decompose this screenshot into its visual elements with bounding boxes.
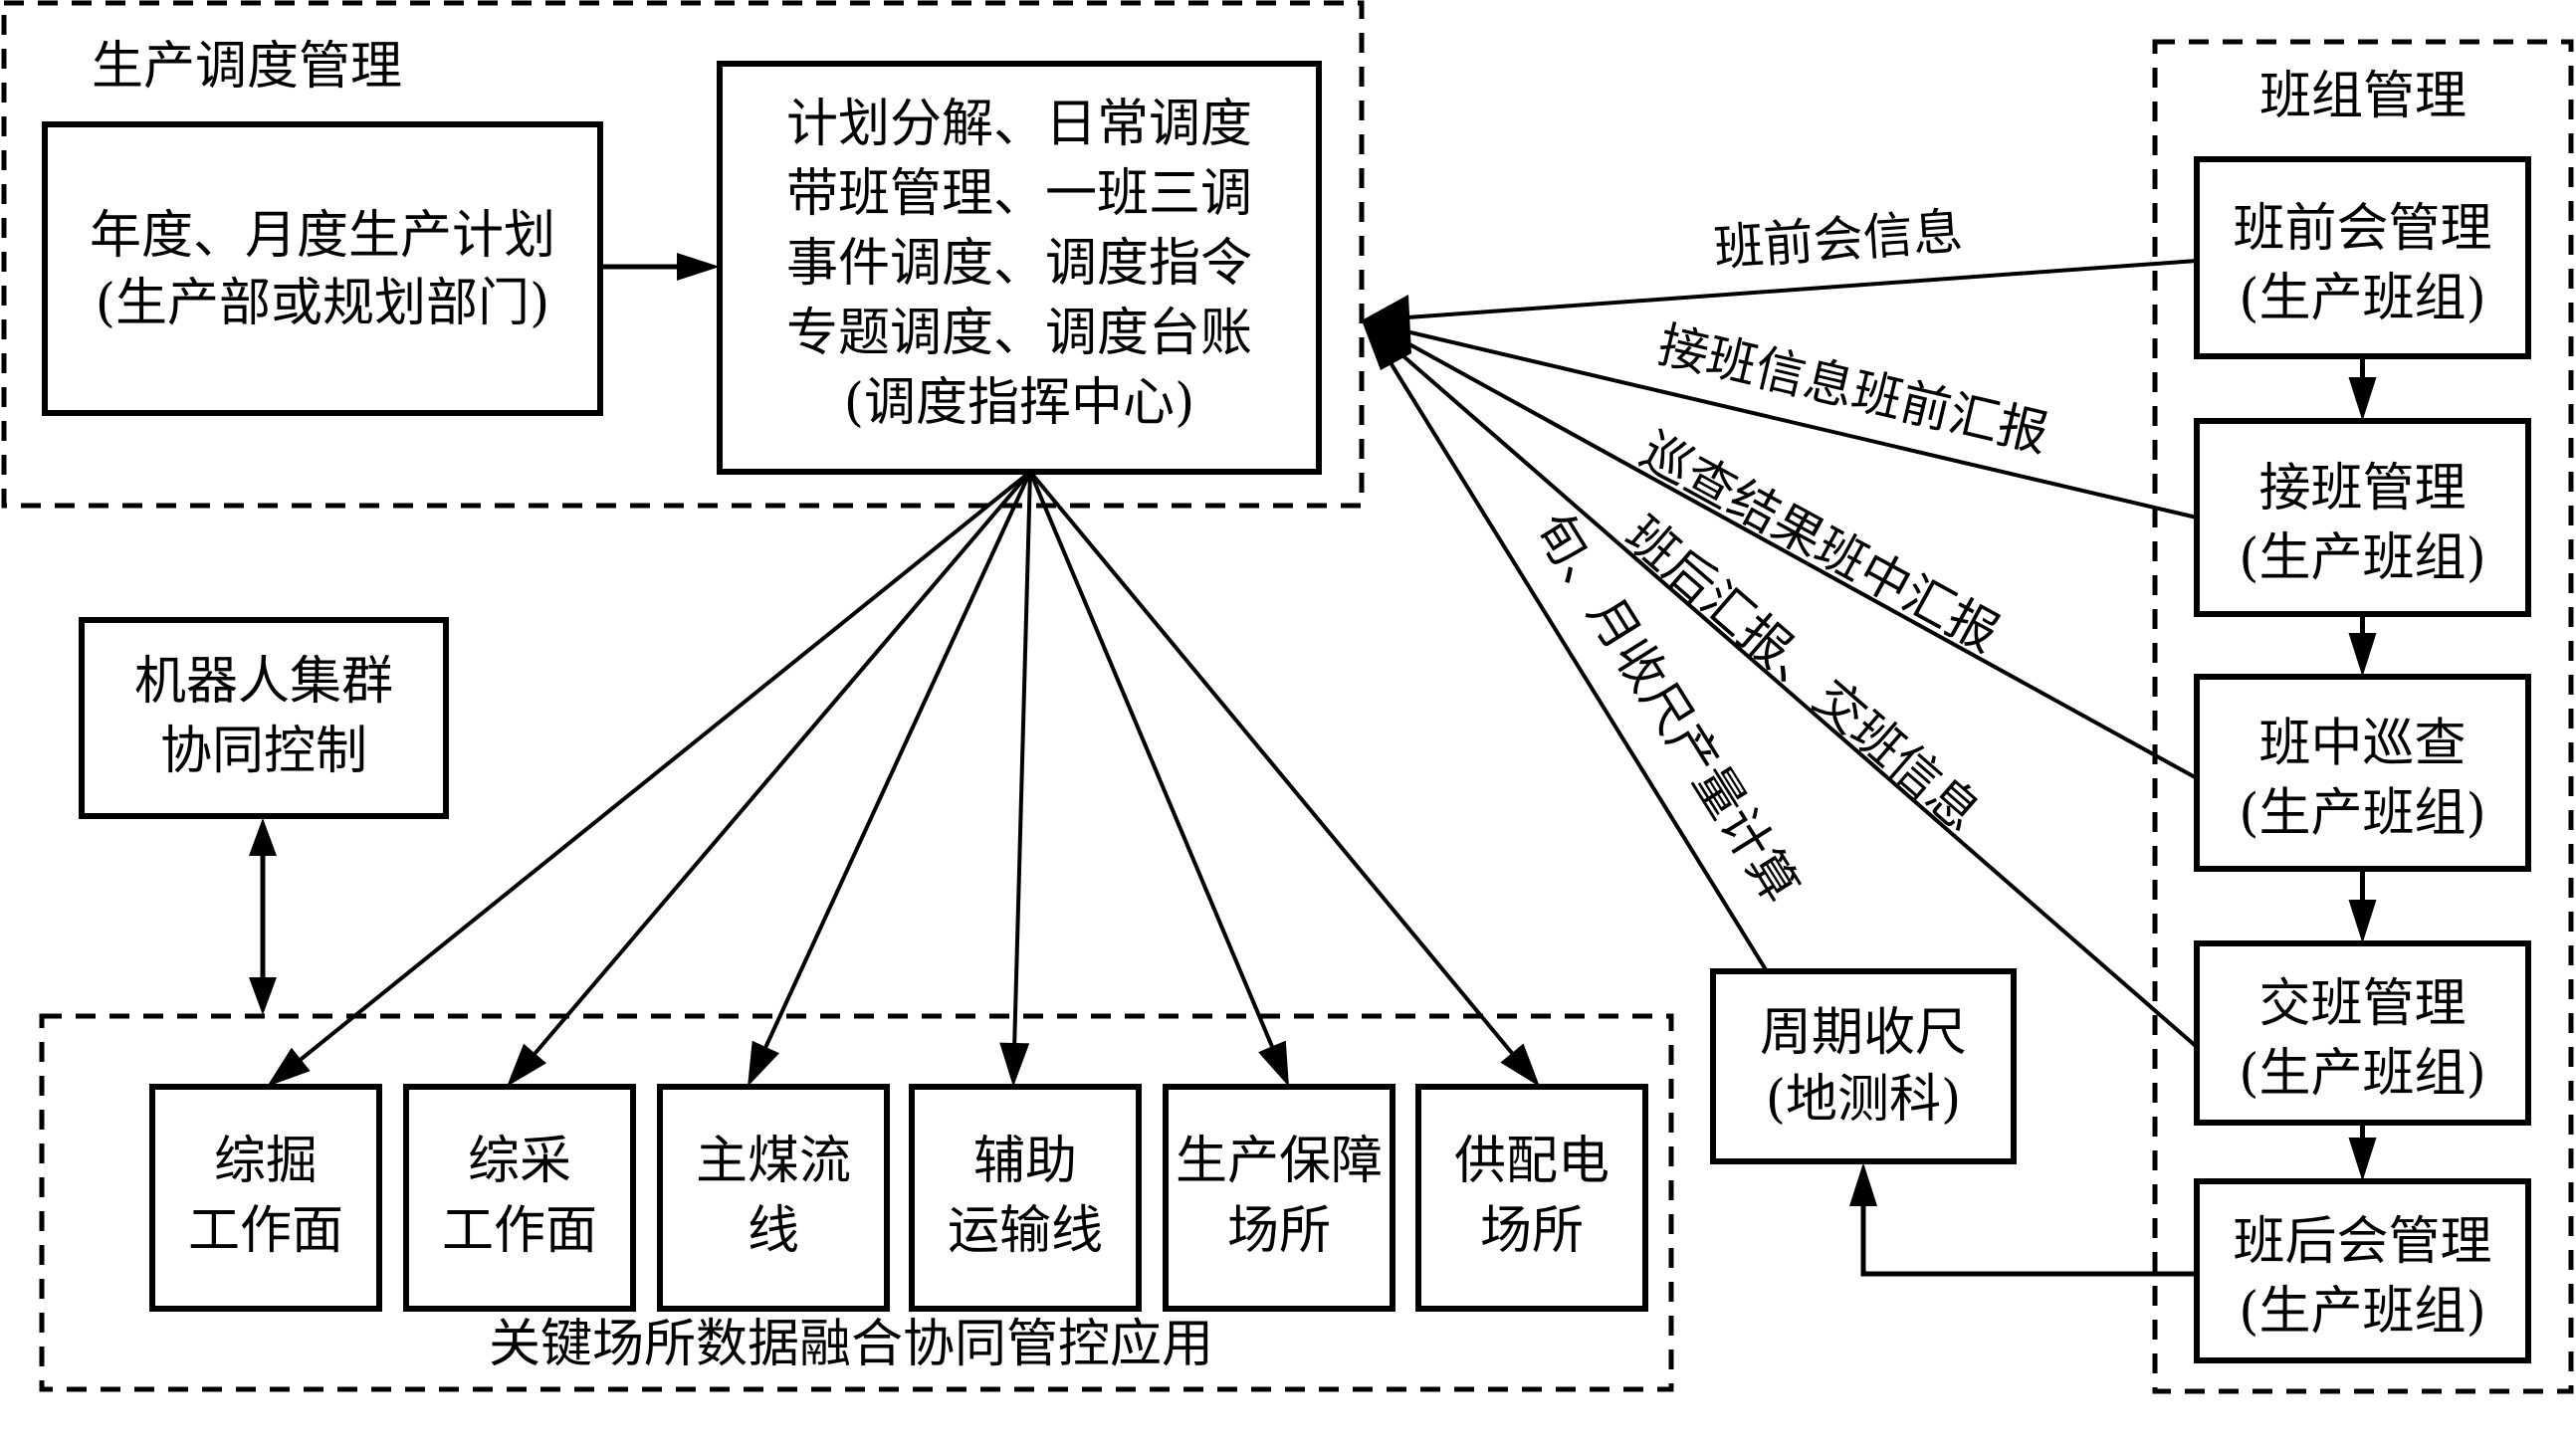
node-text: (生产班组): [2239, 1282, 2486, 1342]
arrowhead: [507, 1043, 546, 1087]
group-title-key-sites: 关键场所数据融合协同管控应用: [489, 1315, 1213, 1374]
node-dispatch-center: 计划分解、日常调度 带班管理、一班三调 事件调度、调度指令 专题调度、调度台账 …: [717, 61, 1322, 475]
node-text: (调度指挥中心): [844, 373, 1195, 433]
arrowhead: [249, 977, 277, 1015]
node-text: 生产保障: [1176, 1132, 1383, 1191]
node-text: (生产班组): [2239, 269, 2486, 328]
arrowhead: [748, 1040, 780, 1087]
node-periodic-measure: 周期收尺 (地测科): [1710, 968, 2017, 1164]
arrowhead: [2348, 633, 2377, 677]
node-robot-cluster: 机器人集群 协同控制: [79, 617, 449, 819]
line-measure: [1380, 346, 1769, 973]
arrowhead: [677, 253, 720, 281]
arrowhead: [1258, 1040, 1289, 1087]
fan-arrow: [1028, 470, 1514, 1055]
node-text: 交班管理: [2258, 974, 2466, 1034]
node-text: 班前会管理: [2233, 199, 2491, 259]
group-title-team-management: 班组管理: [2259, 67, 2467, 126]
node-text: 运输线: [948, 1201, 1103, 1261]
label-handover-report: 接班信息班前汇报: [1653, 315, 2054, 463]
arrowhead: [1849, 1162, 1877, 1206]
node-text: 线: [748, 1201, 799, 1261]
arrowhead-converge: [1362, 295, 1411, 370]
fan-arrow: [1028, 471, 1274, 1048]
node-text: 带班管理、一班三调: [786, 164, 1252, 224]
node-text: (生产班组): [2239, 528, 2486, 588]
node-text: 计划分解、日常调度: [786, 95, 1252, 154]
fan-arrow: [1012, 471, 1032, 1044]
group-team-management: [2152, 39, 2574, 1394]
node-annual-plan: 年度、月度生产计划 (生产部或规划部门): [42, 121, 603, 416]
node-text: 工作面: [188, 1201, 343, 1261]
node-text: 专题调度、调度台账: [786, 304, 1252, 363]
node-text: 事件调度、调度指令: [786, 234, 1252, 294]
node-text: 班中巡查: [2258, 715, 2466, 774]
arrowhead: [249, 818, 277, 856]
line-patrol: [1391, 332, 2198, 780]
node-text: 场所: [1480, 1201, 1584, 1261]
node-text: 协同控制: [160, 722, 367, 781]
node-text: 供配电: [1454, 1132, 1610, 1191]
node-text: 综采: [468, 1132, 571, 1191]
team-step-node: 接班管理 (生产班组): [2194, 418, 2531, 617]
team-step-node: 交班管理 (生产班组): [2194, 940, 2531, 1126]
group-key-sites: [39, 1013, 1674, 1392]
arrow-post-shift-to-measure: [1860, 1199, 2197, 1277]
node-text: 年度、月度生产计划: [90, 206, 555, 266]
arrowhead: [2348, 377, 2377, 421]
node-text: 辅助: [973, 1132, 1077, 1191]
node-text: (地测科): [1766, 1070, 1962, 1130]
arrowhead: [2348, 1138, 2377, 1181]
node-text: 工作面: [442, 1201, 597, 1261]
line-handover: [1393, 326, 2198, 519]
node-text: 主煤流: [696, 1132, 851, 1191]
node-text: 接班管理: [2258, 459, 2466, 519]
team-step-node: 班中巡查 (生产班组): [2194, 674, 2531, 872]
group-title-production-dispatch: 生产调度管理: [92, 37, 402, 97]
team-step-node: 班前会管理 (生产班组): [2194, 156, 2531, 359]
group-production-dispatch: [1, 0, 1365, 509]
line-pre-shift: [1393, 259, 2198, 320]
node-text: (生产班组): [2239, 1044, 2486, 1104]
arrowhead: [2348, 900, 2377, 943]
node-text: (生产班组): [2239, 784, 2486, 844]
fan-arrow: [763, 471, 1032, 1048]
node-text: 班后会管理: [2233, 1212, 2491, 1272]
node-text: 机器人集群: [134, 652, 393, 712]
node-text: (生产部或规划部门): [96, 274, 550, 333]
line-post-shift: [1386, 340, 2199, 1049]
node-text: 综掘: [214, 1132, 318, 1191]
arrowhead: [1500, 1043, 1540, 1087]
dispatch-to-site-arrows: [267, 470, 1540, 1087]
label-pre-shift-info: 班前会信息: [1712, 202, 1964, 277]
node-text: 周期收尺: [1760, 1003, 1967, 1063]
node-text: 场所: [1227, 1201, 1331, 1261]
arrowhead: [267, 1047, 311, 1087]
feedback-lines: [1362, 259, 2199, 1049]
arrowhead: [999, 1042, 1030, 1087]
fan-arrow: [300, 470, 1032, 1061]
fan-arrow: [533, 470, 1032, 1055]
team-step-node: 班后会管理 (生产班组): [2194, 1178, 2531, 1363]
team-step-nodes: 班前会管理 (生产班组) 接班管理 (生产班组) 班中巡查 (生产班组) 交班管理 (生产班组…: [2194, 156, 2531, 1363]
